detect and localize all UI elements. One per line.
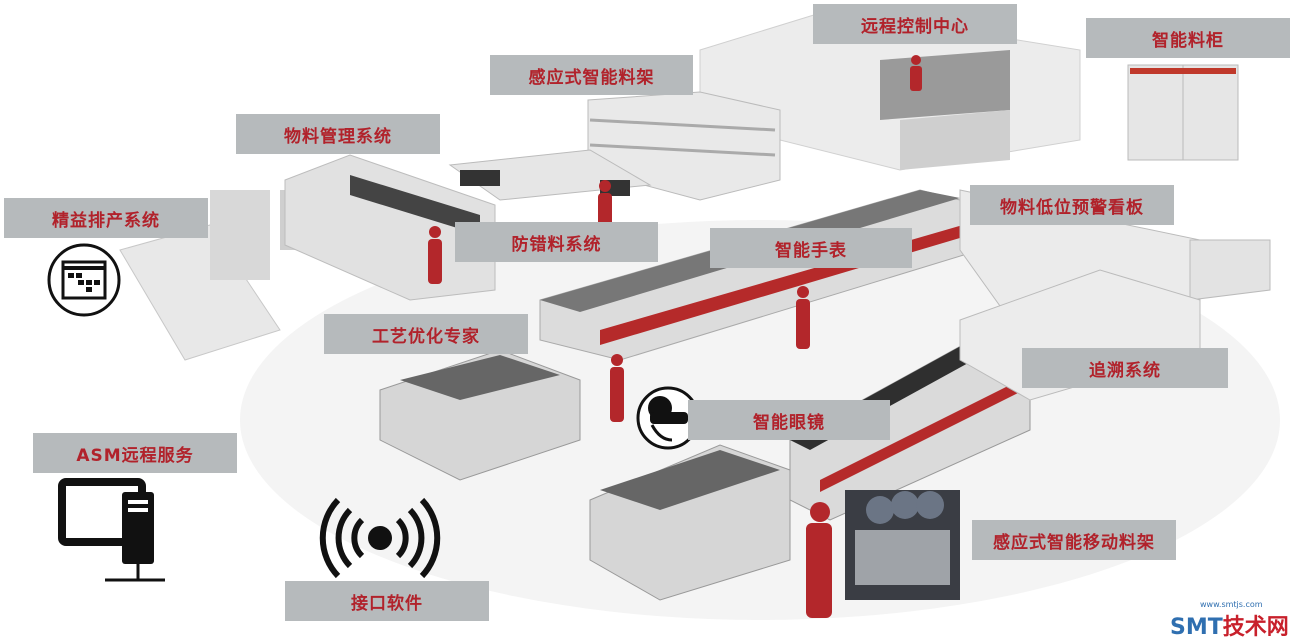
sensor-smart-rack-shelf <box>587 91 781 201</box>
label-interface-software: 接口软件 <box>285 581 489 621</box>
person <box>910 55 922 91</box>
label-sensor-mobile-rack: 感应式智能移动料架 <box>972 520 1176 560</box>
wireless-signal-icon <box>319 497 441 579</box>
label-process-optimization: 工艺优化专家 <box>324 314 528 354</box>
person <box>610 354 624 422</box>
label-remote-control-center: 远程控制中心 <box>813 4 1017 44</box>
label-low-level-warning-board: 物料低位预警看板 <box>970 185 1174 225</box>
label-lean-scheduling: 精益排产系统 <box>4 198 208 238</box>
label-sensor-smart-rack: 感应式智能料架 <box>490 55 693 95</box>
person <box>796 286 810 349</box>
label-traceability: 追溯系统 <box>1022 348 1228 388</box>
smart-cabinet <box>1127 64 1239 161</box>
person <box>428 226 442 284</box>
label-smart-glasses: 智能眼镜 <box>688 400 890 440</box>
control-room <box>699 9 1081 171</box>
smart-glasses-icon <box>636 386 700 450</box>
computer-icon <box>58 478 165 582</box>
label-smart-watch: 智能手表 <box>710 228 912 268</box>
label-error-proofing: 防错料系统 <box>455 222 658 262</box>
calendar-icon <box>47 243 121 317</box>
person <box>806 502 832 618</box>
label-material-management: 物料管理系统 <box>236 114 440 154</box>
mobile-rack-photo <box>845 490 960 600</box>
watermark-url: www.smtjs.com <box>1200 600 1263 609</box>
material-tower <box>284 149 652 301</box>
operators <box>428 55 922 618</box>
label-asm-remote-service: ASM远程服务 <box>33 433 237 473</box>
label-smart-cabinet: 智能料柜 <box>1086 18 1290 58</box>
watermark-brand: SMT <box>1170 615 1223 640</box>
watermark-suffix: 技术网 <box>1222 615 1289 640</box>
watermark-logo: www.smtjs.com SMT技术网 <box>1170 600 1289 641</box>
